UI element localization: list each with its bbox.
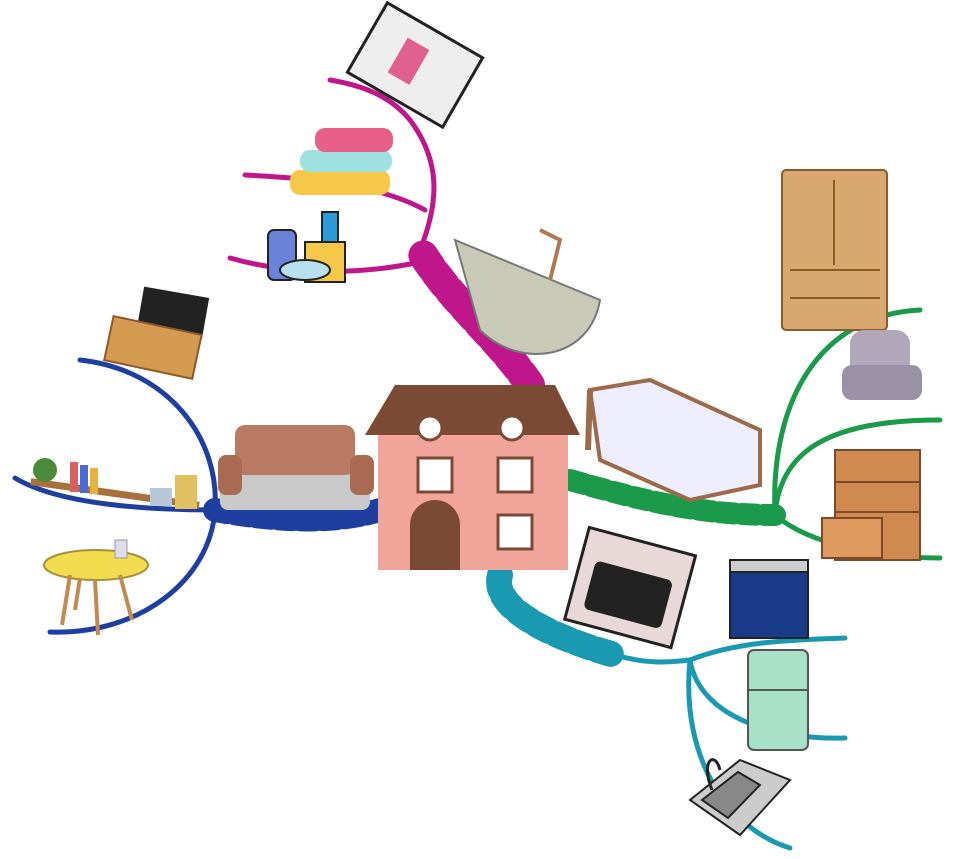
oven-icon xyxy=(562,525,698,650)
toiletries-icon xyxy=(267,211,346,283)
bathtub-icon xyxy=(453,228,602,355)
drawers-icon xyxy=(821,449,921,561)
tv-stand-icon xyxy=(103,286,210,381)
living-room-branch xyxy=(12,357,392,635)
sink-icon xyxy=(688,758,792,837)
fridge-icon xyxy=(747,649,809,751)
house-icon xyxy=(365,385,580,570)
kitchen-cabinet-icon xyxy=(729,559,809,639)
bed-icon xyxy=(585,377,762,503)
bookshelf-icon xyxy=(30,458,200,509)
wardrobe-icon xyxy=(781,169,888,331)
towels-icon xyxy=(290,128,393,195)
bathroom-cabinet-icon xyxy=(345,0,485,130)
armchair-icon xyxy=(842,330,922,400)
sofa-icon xyxy=(218,425,374,510)
coffee-table-icon xyxy=(43,539,149,636)
